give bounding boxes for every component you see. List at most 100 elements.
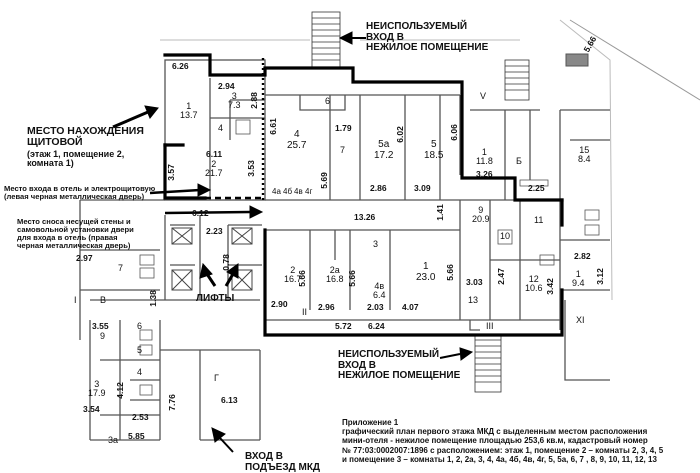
stairs-right-top [505,60,529,100]
dim-6-13: 6.13 [221,396,238,405]
room-number: 5 [424,140,443,151]
room-9-left: 9 [100,332,105,341]
entrance-porch-label: ВХОД В ПОДЪЕЗД МКД [245,452,320,473]
dim-5-69: 5.69 [320,172,329,189]
room-10: 10 [500,232,510,241]
room-area: 10.6 [525,284,543,293]
lifts-label: ЛИФТЫ [196,294,234,305]
dim-3-55: 3.55 [92,322,109,331]
caption-line: мини-отеля - нежилое помещение площадью … [342,436,662,445]
dim-7-76: 7.76 [168,394,177,411]
dim-1-79: 1.79 [335,124,352,133]
room-area: 8.4 [578,155,591,164]
small-room-4g: 4г [305,188,312,196]
switchboard-label: МЕСТО НАХОЖДЕНИЯ ЩИТОВОЙ [27,126,144,148]
caption-line: и помещение 3 – комнаты 1, 2, 2а, 3, 4, … [342,455,662,464]
dim-0-78: 0.78 [222,254,231,271]
dim-5-66-b: 5.66 [348,270,357,287]
dim-2-23: 2.23 [206,227,223,236]
room-11: 11 [534,216,543,225]
label-line: ВХОД В [245,452,320,463]
dim-2-96: 2.96 [318,303,335,312]
dim-5-85: 5.85 [128,432,145,441]
label-line: ЩИТОВОЙ [27,137,144,148]
dim-2-03: 2.03 [367,303,384,312]
dim-6-11: 6.11 [206,150,222,159]
small-room-4v: 4в [294,188,303,196]
dim-3-12: 3.12 [596,268,605,285]
dim-2-88: 2.88 [250,92,259,109]
dim-5-72: 5.72 [335,322,352,331]
label-line: ПОДЪЕЗД МКД [245,463,320,473]
room-7: 7 [340,146,345,155]
dim-3-42: 3.42 [546,278,555,295]
dim-5-66-a: 5.66 [298,270,307,287]
room-4-left: 4 [137,368,142,377]
dim-2-86: 2.86 [370,184,387,193]
room-area: 16.8 [326,275,344,284]
small-room-4a: 4а [272,188,281,196]
room-area: 20.9 [472,215,490,224]
dim-4-12: 4.12 [116,382,125,399]
room-6-left: 6 [137,322,142,331]
stairs-top [312,12,340,68]
room-5-left: 5 [137,346,142,355]
dim-3-57: 3.57 [167,164,176,181]
room-area: 25.7 [287,141,306,152]
dim-6-02: 6.02 [396,126,405,143]
wall-demolition-note: Место сноса несущей стены и самовольной … [17,218,134,250]
room-area: 21.7 [205,169,223,178]
room-3-mid: 3 [373,240,378,249]
caption-title: Приложение 1 [342,418,662,427]
dim-3-53: 3.53 [247,160,256,177]
label-line: черная металлическая дверь) [17,242,134,250]
room-3a: 3а [108,436,118,445]
unused-entrance-bottom-label: НЕИСПОЛЬЗУЕМЫЙ ВХОД В НЕЖИЛОЕ ПОМЕЩЕНИЕ [338,350,460,382]
room-area: 9.4 [572,279,585,288]
dim-1-38: 1.38 [149,290,158,307]
label-line: (левая черная металлическая дверь) [4,193,155,201]
room-number: 5а [374,140,393,151]
room-XI: XI [576,316,585,325]
label-line: НЕИСПОЛЬЗУЕМЫЙ [338,350,460,361]
switchboard-note: (этаж 1, помещение 2, комната 1) [27,150,124,169]
dim-6-26: 6.26 [172,62,189,71]
dim-6-06: 6.06 [450,124,459,141]
dim-6-61: 6.61 [269,118,278,135]
dim-1-41: 1.41 [436,204,445,221]
interior-walls [80,60,610,440]
caption-line: графический план первого этажа МКД с выд… [342,427,662,436]
dim-6-24: 6.24 [368,322,385,331]
dim-2-53: 2.53 [132,413,149,422]
room-V: V [480,92,486,101]
dim-2-94: 2.94 [218,82,235,91]
room-area: 18.5 [424,151,443,162]
label-line: НЕИСПОЛЬЗУЕМЫЙ [366,22,488,33]
room-V-left: В [100,296,106,305]
dim-4-07: 4.07 [402,303,419,312]
room-G: Г [214,374,219,383]
label-line: комната 1) [27,159,124,168]
caption-line: № 77:03:0002007:1896 с расположением: эт… [342,446,662,455]
room-area: 7.3 [228,101,241,110]
dim-2-25: 2.25 [528,184,545,193]
dim-6-12: 6.12 [192,209,209,218]
room-6: 6 [325,97,330,106]
dim-2-97: 2.97 [76,254,93,263]
dim-3-03: 3.03 [466,278,483,287]
appendix-caption: Приложение 1 графический план первого эт… [342,418,662,464]
dim-2-90: 2.90 [271,300,288,309]
room-number: 1 [416,262,435,273]
